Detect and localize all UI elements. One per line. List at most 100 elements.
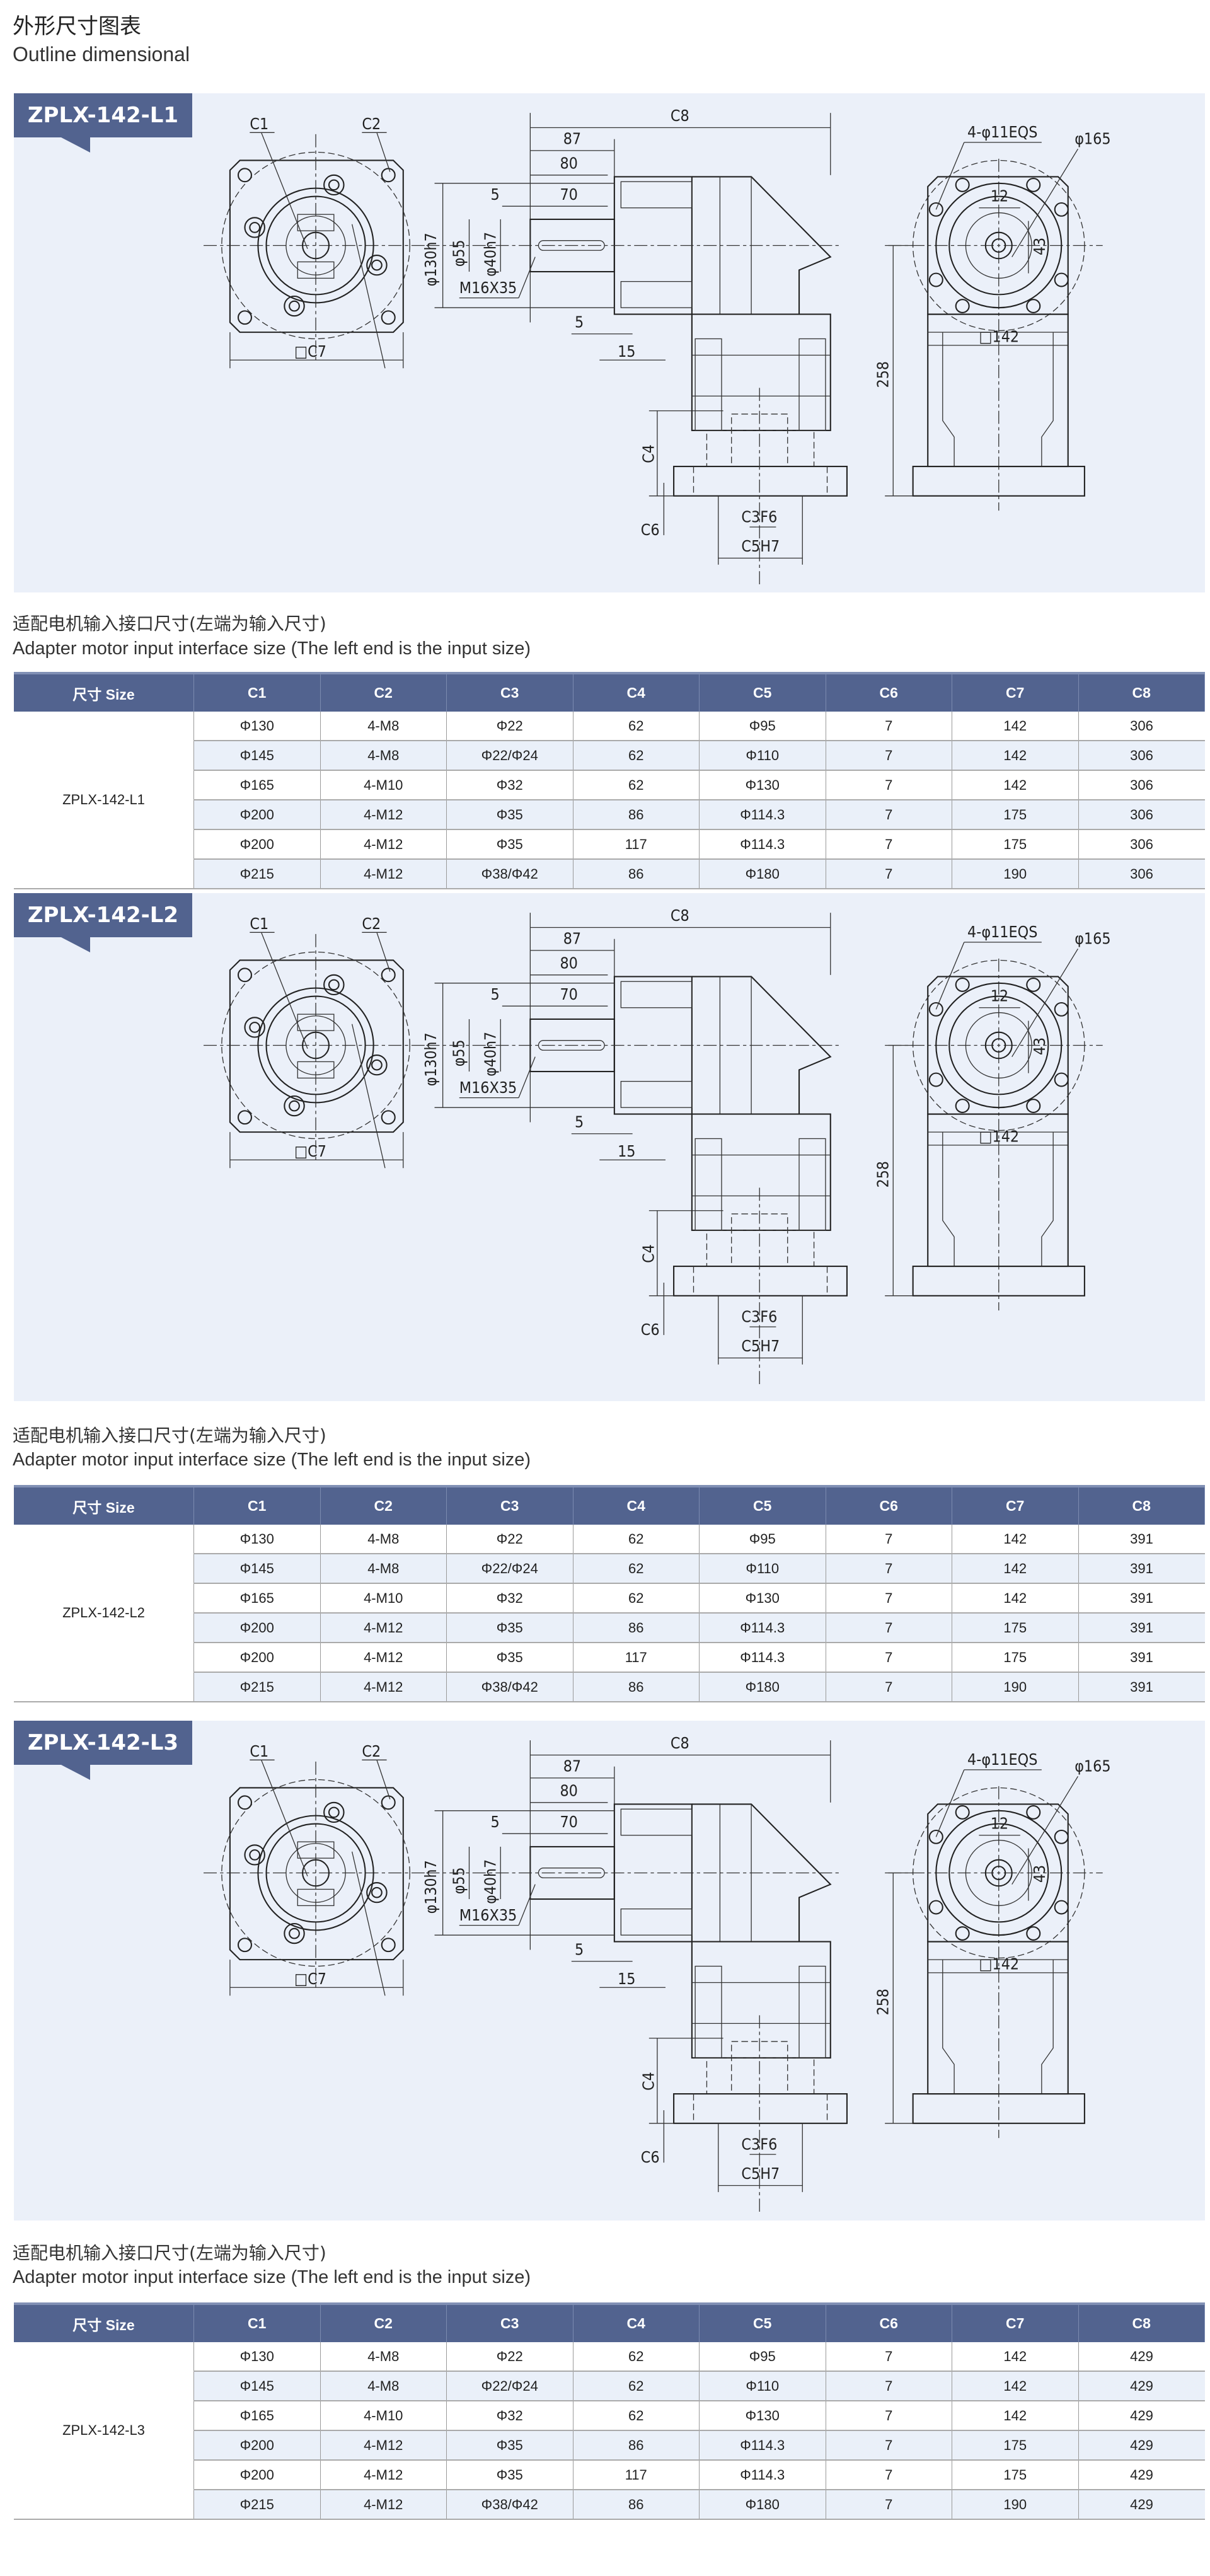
- label-m16x35: M16X35: [459, 1906, 517, 1924]
- table-cell: 306: [1078, 859, 1205, 889]
- table-cell: 7: [825, 770, 952, 800]
- outline-drawing: C1 C2 □C7 C8 87 80 5 70 φ130h7 φ55 φ40h7…: [204, 1734, 1111, 2212]
- table-cell: Φ35: [446, 2460, 573, 2490]
- table-cell: 4-M12: [320, 2460, 447, 2490]
- label-c4: C4: [640, 1244, 658, 1263]
- column-header: C3: [446, 672, 573, 712]
- label-c6: C6: [641, 521, 660, 539]
- label-c5h7: C5H7: [741, 537, 780, 555]
- table-cell: 86: [572, 800, 700, 830]
- table-cell: 7: [825, 741, 952, 771]
- table-cell: 7: [825, 859, 952, 889]
- table-cell: Φ145: [193, 2371, 320, 2401]
- label-40h7: φ40h7: [481, 232, 499, 277]
- table-cell: Φ114.3: [699, 1613, 826, 1643]
- table-cell: 86: [572, 859, 700, 889]
- column-header: C7: [952, 2302, 1079, 2342]
- label-c3f6: C3F6: [741, 2135, 777, 2153]
- table-cell: Φ130: [699, 770, 826, 800]
- label-130h7: φ130h7: [422, 1860, 440, 1914]
- column-header: C6: [826, 672, 952, 712]
- table-cell: 4-M10: [320, 2401, 447, 2431]
- label-c7: □C7: [294, 1970, 326, 1988]
- table-cell: Φ215: [193, 1672, 320, 1702]
- table-cell: 4-M12: [320, 2490, 447, 2520]
- label-5-top: 5: [491, 185, 500, 204]
- table-cell: Φ22/Φ24: [446, 2371, 573, 2401]
- table-cell: 86: [572, 2430, 700, 2461]
- label-142: □142: [979, 1128, 1019, 1146]
- model-tab: ZPLX-142-L2: [14, 893, 192, 937]
- table-cell: 429: [1078, 2342, 1205, 2372]
- table-cell: 62: [572, 2342, 700, 2372]
- table-cell: 175: [952, 1613, 1078, 1643]
- table-cell: 429: [1078, 2460, 1205, 2490]
- label-40h7: φ40h7: [481, 1032, 499, 1077]
- label-80: 80: [560, 1782, 577, 1800]
- table-cell: Φ200: [193, 1643, 320, 1673]
- table-cell: Φ180: [699, 2490, 826, 2520]
- tab-pointer: [61, 137, 90, 153]
- label-c8: C8: [671, 906, 689, 925]
- label-165: φ165: [1075, 930, 1110, 948]
- table-cell: 4-M8: [320, 2342, 447, 2372]
- table-cell: 117: [572, 1643, 700, 1673]
- table-cell: 429: [1078, 2430, 1205, 2461]
- table-cell: 306: [1078, 800, 1205, 830]
- label-87: 87: [563, 130, 581, 148]
- table-cell: Φ145: [193, 1554, 320, 1584]
- table-cell: 391: [1078, 1583, 1205, 1614]
- label-70: 70: [560, 985, 577, 1003]
- label-c8: C8: [671, 1734, 689, 1752]
- column-header: C2: [320, 672, 447, 712]
- table-cell: 62: [572, 1583, 700, 1614]
- table-cell: 62: [572, 741, 700, 771]
- table-cell: 4-M12: [320, 2430, 447, 2461]
- label-c5h7: C5H7: [741, 1337, 780, 1355]
- label-142: □142: [979, 328, 1019, 346]
- table-cell: 7: [825, 2401, 952, 2431]
- interface-heading-cn: 适配电机输入接口尺寸(左端为输入尺寸): [13, 613, 326, 634]
- label-40h7: φ40h7: [481, 1859, 499, 1904]
- column-header: C7: [952, 1485, 1079, 1525]
- table-cell: Φ32: [446, 2401, 573, 2431]
- table-cell: Φ38/Φ42: [446, 2490, 573, 2520]
- side-view: C8 87 80 5 70 φ130h7 φ55 φ40h7 M16X35 5 …: [422, 906, 848, 1385]
- table-cell: 306: [1078, 770, 1205, 800]
- table-cell: Φ114.3: [699, 2460, 826, 2490]
- table-cell: 142: [952, 2342, 1078, 2372]
- column-header: C5: [699, 2302, 826, 2342]
- table-cell: 7: [825, 2490, 952, 2520]
- label-80: 80: [560, 154, 577, 173]
- table-cell: Φ180: [699, 859, 826, 889]
- table-cell: Φ215: [193, 2490, 320, 2520]
- table-cell: 62: [572, 1554, 700, 1584]
- label-70: 70: [560, 1813, 577, 1831]
- table-cell: 7: [825, 1525, 952, 1554]
- label-87: 87: [563, 1757, 581, 1776]
- table-cell: 391: [1078, 1613, 1205, 1643]
- model-tab: ZPLX-142-L3: [14, 1721, 192, 1765]
- column-header: C8: [1078, 1485, 1205, 1525]
- table-cell: 7: [825, 2430, 952, 2461]
- table-cell: Φ130: [699, 1583, 826, 1614]
- column-header: C1: [193, 2302, 321, 2342]
- label-43: 43: [1030, 1037, 1049, 1055]
- label-c4: C4: [640, 2072, 658, 2091]
- label-12: 12: [991, 187, 1008, 205]
- table-cell: Φ110: [699, 741, 826, 771]
- table-cell: Φ35: [446, 2430, 573, 2461]
- table-cell: 190: [952, 859, 1078, 889]
- table-cell: 4-M12: [320, 1643, 447, 1673]
- column-header: C1: [193, 672, 321, 712]
- page-subtitle: Outline dimensional: [13, 43, 190, 66]
- column-header: C4: [573, 672, 700, 712]
